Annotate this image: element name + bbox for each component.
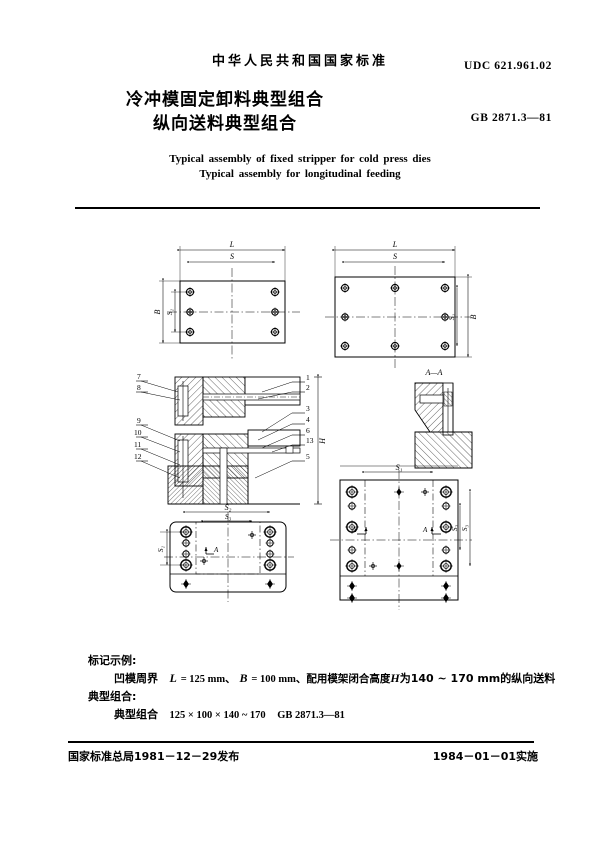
standard-number: GB 2871.3—81 — [470, 112, 552, 124]
part-number-3: 3 — [306, 404, 310, 413]
dim-label-S1-1: S₁ — [165, 308, 174, 315]
dim-label-S2-2: S₂ — [450, 524, 459, 531]
title-en-line-2: Typical assembly for longitudinal feedin… — [199, 168, 401, 180]
footer-divider-rule — [68, 741, 534, 744]
dim-label-S1-3: S₁ — [156, 545, 165, 552]
title-line-2: 纵向送料典型组合 — [153, 114, 297, 134]
dim-label-S2-1: S₂ — [225, 503, 232, 512]
view-bottom-left-plan — [160, 510, 294, 602]
section-arrow-label-a1: A — [213, 546, 219, 554]
marking-designation-value: 125 × 100 × 140 ~ 170 — [169, 709, 266, 721]
marking-designation-label: 典型组合 — [114, 707, 158, 721]
view-section-aa — [414, 382, 473, 469]
part-number-5: 5 — [306, 452, 310, 461]
section-arrow-label-a2: A — [422, 526, 428, 534]
marking-heading: 标记示例: — [88, 654, 137, 667]
part-number-1: 1 — [306, 373, 310, 382]
view-bottom-right-plan — [330, 465, 472, 610]
marking-value-H: 为140 ~ 170 mm的纵向送料 — [399, 671, 556, 685]
marking-designation-standard: GB 2871.3—81 — [277, 709, 345, 721]
marking-symbol-H: H — [390, 670, 400, 685]
dim-label-L-1: L — [229, 240, 235, 249]
dim-label-L-2: L — [392, 240, 398, 249]
dim-label-S-1: S — [230, 252, 234, 261]
marking-value-L: = 125 mm、 — [180, 673, 236, 685]
title-line-1: 冷冲模固定卸料典型组合 — [126, 90, 324, 110]
part-number-7: 7 — [137, 372, 141, 381]
marking-line-1: 凹模周界 L = 125 mm、 B = 100 mm、配用模架闭合高度H为14… — [88, 670, 555, 689]
dim-label-H: H — [318, 437, 327, 445]
dim-label-S-2: S — [393, 252, 397, 261]
part-number-13: 13 — [306, 436, 314, 445]
marking-symbol-B: B — [239, 670, 248, 685]
part-number-2: 2 — [306, 383, 310, 392]
dim-label-B-1: B — [153, 309, 162, 314]
part-number-6: 6 — [306, 426, 310, 435]
document-title-english: Typical assembly of fixed stripper for c… — [0, 152, 600, 182]
national-standard-heading: 中华人民共和国国家标准 — [211, 54, 388, 69]
dim-label-S1-2: S₁ — [447, 313, 456, 320]
header-divider-rule — [75, 207, 540, 210]
part-number-9: 9 — [137, 416, 141, 425]
section-arrow-label-a3: A — [351, 526, 357, 534]
marking-value-B: = 100 mm、配用模架闭合高度 — [251, 673, 391, 685]
udc-code: UDC 621.961.02 — [464, 60, 552, 72]
view-top-right-plan — [325, 246, 472, 368]
dim-label-S3-2: S₃ — [460, 524, 469, 531]
section-label-aa: A—A — [425, 368, 443, 377]
dim-label-S3-1: S₃ — [225, 512, 232, 521]
marking-symbol-L: L — [169, 670, 177, 685]
part-number-8: 8 — [137, 383, 141, 392]
part-number-11: 11 — [134, 440, 141, 449]
view-main-cross-section — [136, 374, 322, 505]
marking-line-2: 典型组合: — [88, 690, 137, 703]
dim-label-B-2: B — [469, 314, 478, 319]
footer-effective-date: 1984－01－01实施 — [432, 750, 538, 763]
marking-prefix: 凹模周界 — [114, 671, 158, 685]
section-arrows-left — [204, 547, 214, 555]
part-number-10: 10 — [134, 428, 142, 437]
dim-label-S1-4: S₁ — [396, 463, 403, 472]
document-title-chinese: 冷冲模固定卸料典型组合 纵向送料典型组合 — [60, 88, 390, 136]
part-number-12: 12 — [134, 452, 142, 461]
marking-example-block: 标记示例: 凹模周界 L = 125 mm、 B = 100 mm、配用模架闭合… — [88, 652, 555, 725]
view-top-left-plan — [159, 246, 300, 360]
part-number-4: 4 — [306, 415, 310, 424]
title-en-line-1: Typical assembly of fixed stripper for c… — [169, 153, 431, 165]
marking-line-3: 典型组合 125 × 100 × 140 ~ 170 GB 2871.3—81 — [88, 706, 540, 725]
footer-issue-date: 国家标准总局1981－12－29发布 — [68, 750, 240, 763]
